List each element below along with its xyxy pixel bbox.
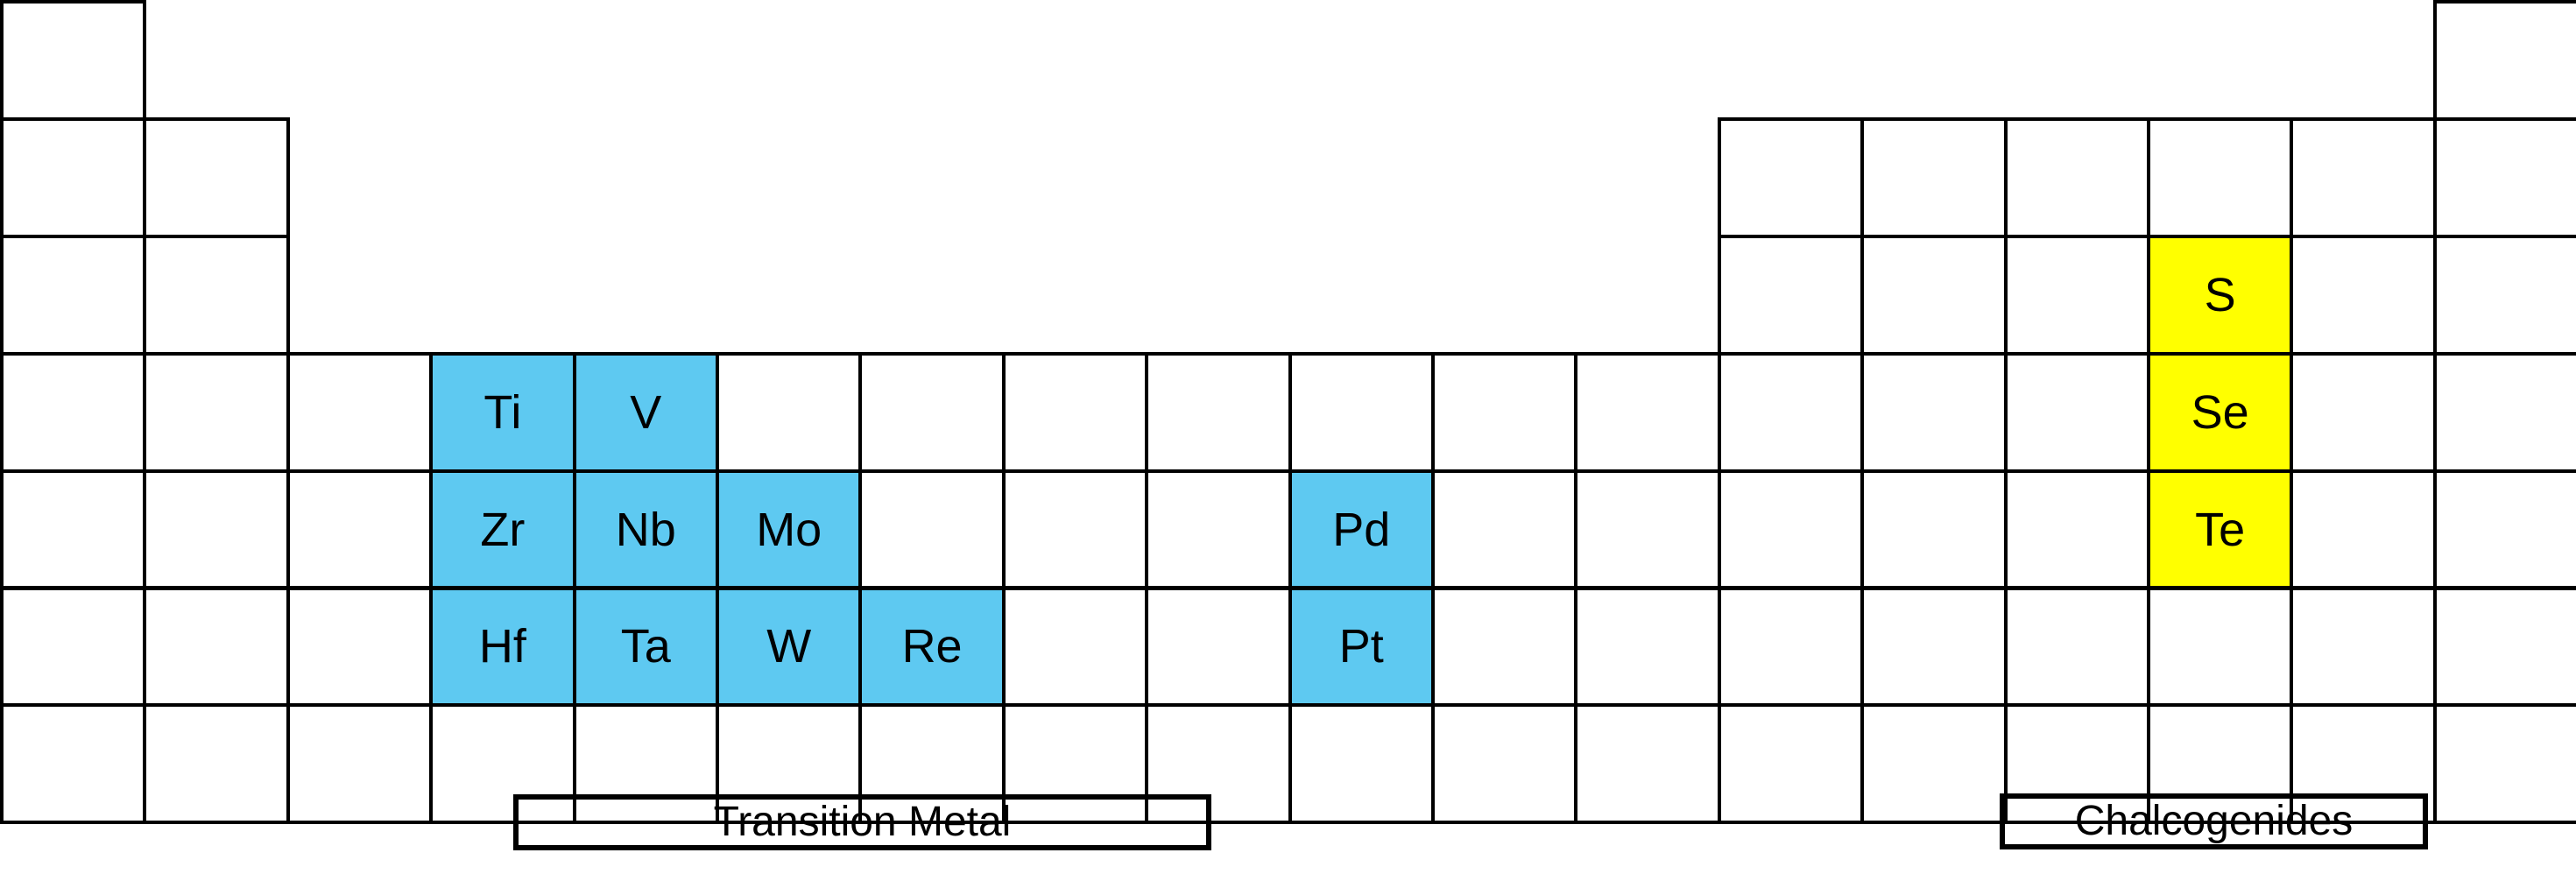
element-cell-empty (1001, 586, 1149, 708)
element-cell-empty (1145, 586, 1292, 708)
element-cell-empty (286, 351, 434, 473)
element-cell-empty (1717, 586, 1865, 708)
element-cell-empty (2432, 234, 2576, 356)
element-cell-empty (143, 469, 290, 590)
element-cell-empty (1574, 586, 1721, 708)
element-cell-empty (1431, 351, 1578, 473)
element-cell-empty (716, 351, 863, 473)
element-cell-empty (143, 586, 290, 708)
element-cell-empty (0, 703, 147, 825)
element-cell-empty (2432, 0, 2576, 121)
element-cell-empty (2003, 351, 2150, 473)
element-cell-empty (143, 116, 290, 238)
element-cell-empty (1431, 469, 1578, 590)
element-cell-empty (0, 0, 147, 121)
element-cell-w: W (716, 586, 863, 708)
element-cell-empty (2290, 703, 2437, 825)
element-cell-s: S (2147, 234, 2294, 356)
element-cell-empty (1001, 703, 1149, 825)
legend-chalcogenides: Chalcogenides (2000, 793, 2428, 849)
element-cell-empty (1574, 469, 1721, 590)
element-cell-empty (2290, 351, 2437, 473)
element-cell-empty (572, 703, 719, 825)
element-cell-mo: Mo (716, 469, 863, 590)
element-cell-empty (2432, 116, 2576, 238)
element-cell-empty (2003, 703, 2150, 825)
element-cell-empty (1288, 703, 1435, 825)
element-cell-empty (143, 351, 290, 473)
element-cell-v: V (572, 351, 719, 473)
element-cell-empty (2432, 703, 2576, 825)
legend-transition-metal: Transition Metal (513, 794, 1211, 850)
element-cell-ti: Ti (429, 351, 576, 473)
element-cell-hf: Hf (429, 586, 576, 708)
element-cell-empty (2290, 116, 2437, 238)
element-cell-te: Te (2147, 469, 2294, 590)
element-cell-empty (858, 469, 1006, 590)
element-cell-empty (1717, 116, 1865, 238)
element-cell-empty (1717, 703, 1865, 825)
element-cell-empty (1717, 234, 1865, 356)
element-cell-empty (2432, 351, 2576, 473)
element-cell-ta: Ta (572, 586, 719, 708)
element-cell-empty (2147, 703, 2294, 825)
element-cell-empty (286, 703, 434, 825)
element-cell-empty (2147, 586, 2294, 708)
element-cell-empty (1001, 351, 1149, 473)
element-cell-pd: Pd (1288, 469, 1435, 590)
element-cell-empty (1145, 351, 1292, 473)
element-cell-empty (2290, 586, 2437, 708)
element-cell-empty (1717, 469, 1865, 590)
element-cell-empty (2003, 116, 2150, 238)
element-cell-empty (1431, 586, 1578, 708)
element-cell-empty (2003, 586, 2150, 708)
element-cell-empty (1288, 351, 1435, 473)
element-cell-empty (858, 703, 1006, 825)
element-cell-empty (1860, 586, 2008, 708)
element-cell-empty (1574, 703, 1721, 825)
element-cell-empty (1860, 116, 2008, 238)
element-cell-empty (1860, 703, 2008, 825)
element-cell-empty (1001, 469, 1149, 590)
element-cell-empty (286, 586, 434, 708)
element-cell-empty (2003, 469, 2150, 590)
element-cell-empty (1145, 703, 1292, 825)
element-cell-empty (858, 351, 1006, 473)
element-cell-empty (0, 469, 147, 590)
element-cell-empty (2147, 116, 2294, 238)
element-cell-se: Se (2147, 351, 2294, 473)
element-cell-empty (2432, 469, 2576, 590)
element-cell-re: Re (858, 586, 1006, 708)
element-cell-pt: Pt (1288, 586, 1435, 708)
element-cell-empty (1860, 234, 2008, 356)
element-cell-empty (143, 703, 290, 825)
element-cell-empty (716, 703, 863, 825)
element-cell-empty (1860, 469, 2008, 590)
element-cell-empty (0, 351, 147, 473)
element-cell-empty (286, 469, 434, 590)
element-cell-empty (143, 234, 290, 356)
element-cell-empty (0, 116, 147, 238)
element-cell-zr: Zr (429, 469, 576, 590)
element-cell-empty (2003, 234, 2150, 356)
element-cell-empty (1431, 703, 1578, 825)
element-cell-empty (1574, 351, 1721, 473)
element-cell-empty (2432, 586, 2576, 708)
element-cell-empty (0, 234, 147, 356)
element-cell-empty (2290, 469, 2437, 590)
element-cell-nb: Nb (572, 469, 719, 590)
element-cell-empty (1860, 351, 2008, 473)
element-cell-empty (0, 586, 147, 708)
element-cell-empty (2290, 234, 2437, 356)
element-cell-empty (1717, 351, 1865, 473)
element-cell-empty (1145, 469, 1292, 590)
